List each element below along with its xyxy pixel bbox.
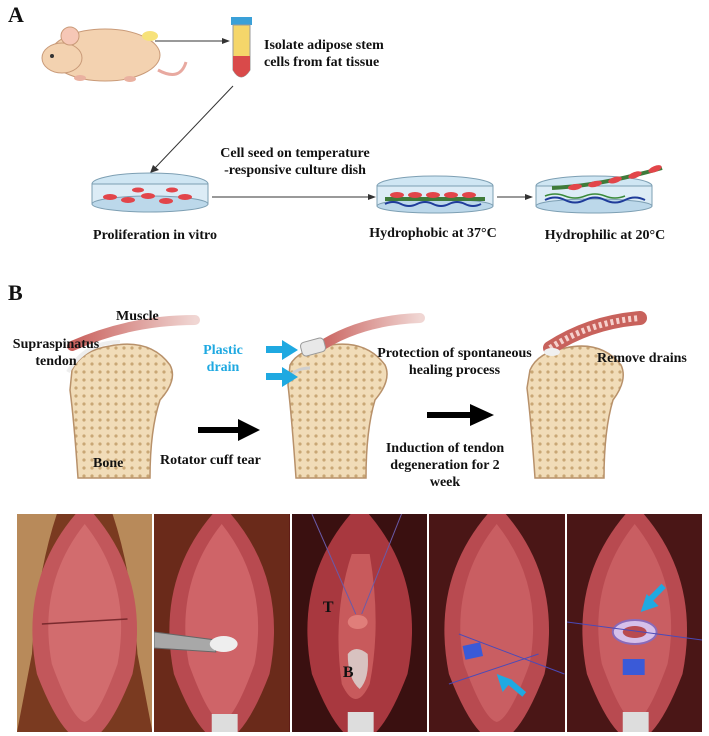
induction-line3: week bbox=[429, 475, 461, 490]
isolate-line1: Isolate adipose stem bbox=[264, 38, 384, 53]
surgical-photo-1 bbox=[17, 514, 153, 732]
mouse-icon bbox=[41, 26, 188, 82]
hydrophilic-label: Hydrophilic at 20°C bbox=[544, 228, 666, 243]
induction-line1: Induction of tendon bbox=[385, 441, 505, 456]
seed-line1: Cell seed on temperature bbox=[220, 146, 370, 161]
supra-line1: Supraspinatus bbox=[12, 337, 100, 352]
blue-arrow-1-icon bbox=[266, 340, 298, 360]
culture-dish-3-icon bbox=[535, 165, 663, 214]
tube-icon bbox=[231, 17, 252, 78]
blue-arrow-2-icon bbox=[266, 367, 298, 387]
tendon-marker: T bbox=[322, 599, 334, 616]
bone-label: Bone bbox=[93, 456, 124, 471]
black-arrow-2-icon bbox=[427, 404, 494, 426]
surgical-photo-4 bbox=[429, 514, 565, 732]
panel-a-illustration bbox=[41, 17, 663, 214]
induction-label: Induction of tendon degeneration for 2 w… bbox=[370, 440, 520, 491]
supra-line2: tendon bbox=[35, 354, 77, 369]
surgical-photo-3: T B bbox=[291, 514, 428, 732]
supraspinatus-label: Supraspinatus tendon bbox=[0, 336, 112, 370]
remove-drains-label: Remove drains bbox=[597, 351, 687, 366]
plastic-line1: Plastic bbox=[203, 343, 243, 358]
protection-label: Protection of spontaneous healing proces… bbox=[362, 345, 547, 379]
surgical-photo-2 bbox=[154, 514, 290, 732]
isolate-line2: cells from fat tissue bbox=[264, 55, 380, 70]
panel-b-label: B bbox=[8, 280, 23, 305]
humerus-bone-1-icon bbox=[66, 315, 200, 479]
surgical-photo-5 bbox=[566, 514, 703, 732]
protection-line2: healing process bbox=[408, 363, 501, 378]
surgical-photo-strip: T B bbox=[17, 514, 703, 732]
plastic-drain-label: Plastic drain bbox=[192, 342, 254, 376]
seed-label: Cell seed on temperature -responsive cul… bbox=[195, 145, 395, 179]
humerus-bone-2-icon bbox=[284, 313, 425, 479]
panel-b-illustration bbox=[66, 311, 647, 479]
black-arrow-1-icon bbox=[198, 419, 260, 441]
protection-line1: Protection of spontaneous bbox=[377, 346, 532, 361]
humerus-bone-3-icon bbox=[526, 311, 647, 479]
panel-a-label: A bbox=[8, 2, 24, 27]
hydrophobic-label: Hydrophobic at 37°C bbox=[369, 226, 497, 241]
induction-line2: degeneration for 2 bbox=[390, 458, 500, 473]
proliferation-label: Proliferation in vitro bbox=[93, 228, 217, 243]
isolate-label: Isolate adipose stem cells from fat tiss… bbox=[264, 37, 464, 71]
bone-marker: B bbox=[342, 664, 354, 681]
seed-line2: -responsive culture dish bbox=[224, 163, 366, 178]
culture-dish-1-icon bbox=[91, 172, 209, 213]
plastic-line2: drain bbox=[206, 360, 240, 375]
culture-dish-2-icon bbox=[376, 175, 494, 214]
rotator-label: Rotator cuff tear bbox=[160, 453, 261, 468]
muscle-label: Muscle bbox=[116, 309, 159, 324]
